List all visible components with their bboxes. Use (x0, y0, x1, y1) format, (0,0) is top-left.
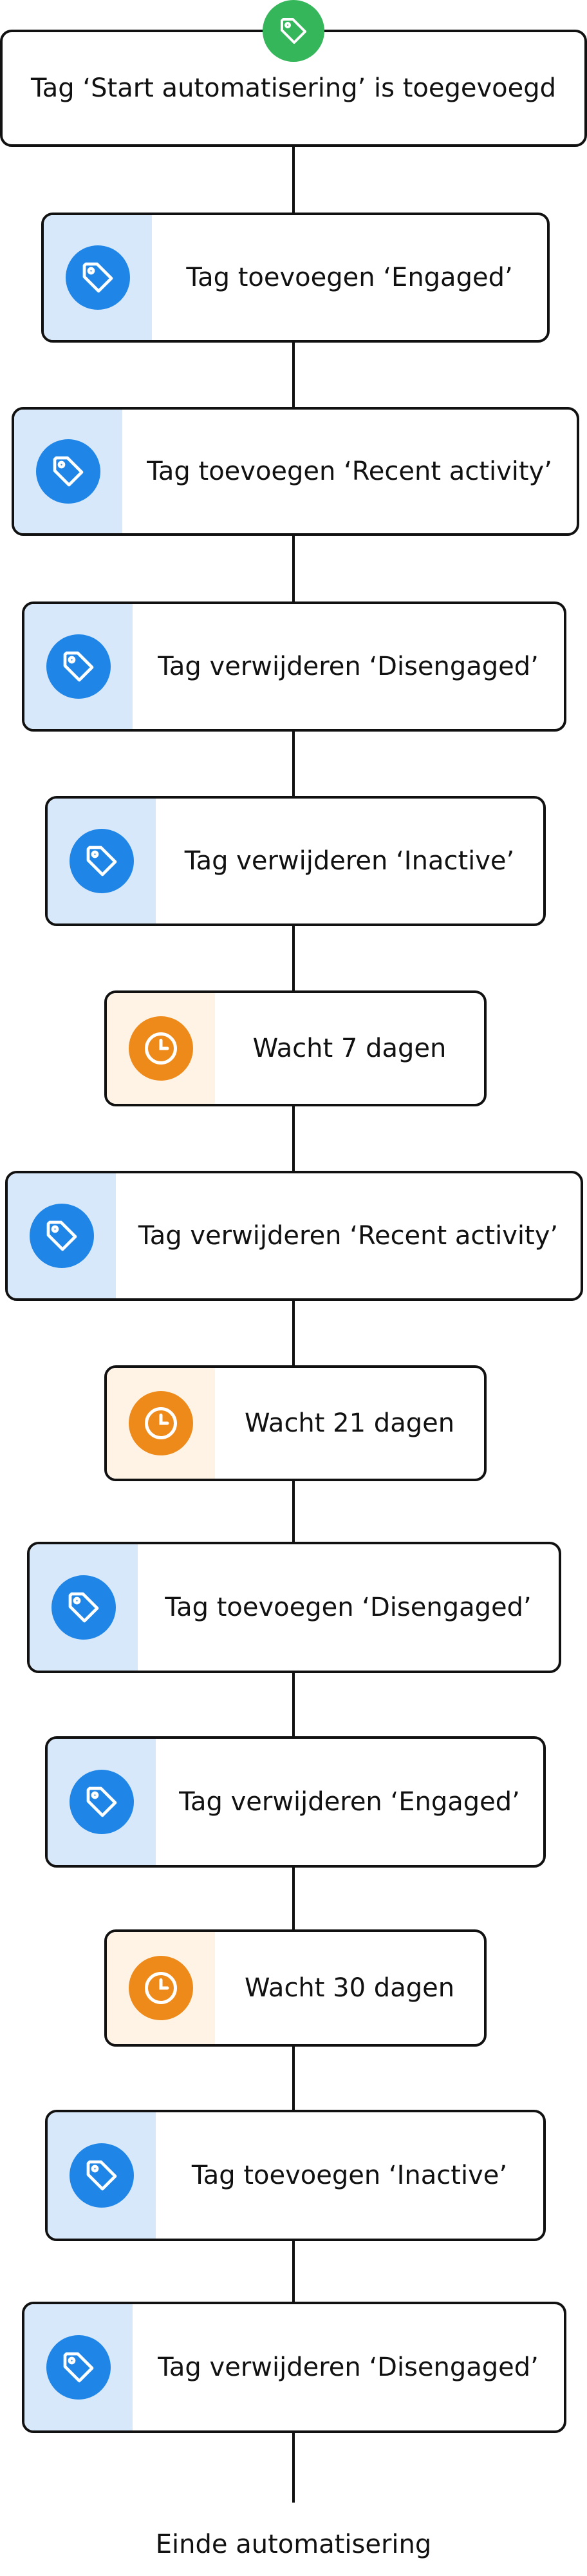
tag-icon (66, 245, 130, 310)
start-label: Tag ‘Start automatisering’ is toegevoegd (30, 73, 556, 103)
connector-line (292, 1480, 295, 1544)
step-label: Tag toevoegen ‘Disengaged’ (165, 1593, 532, 1622)
step-label: Tag toevoegen ‘Engaged’ (186, 263, 513, 292)
connector-line (292, 341, 295, 410)
connector-line (292, 535, 295, 603)
end-label: Einde automatisering (155, 2530, 432, 2559)
step-wait-30-days[interactable]: Wacht 30 dagen (104, 1929, 487, 2047)
connector-line (292, 1672, 295, 1739)
tag-icon (36, 439, 100, 504)
tag-icon (263, 0, 324, 62)
step-add-tag-disengaged[interactable]: Tag toevoegen ‘Disengaged’ (27, 1542, 561, 1673)
connector-line (292, 2045, 295, 2112)
connector-line (292, 2240, 295, 2304)
step-label: Wacht 30 dagen (244, 1973, 455, 2003)
tag-icon (70, 1770, 134, 1834)
step-label: Wacht 21 dagen (244, 1408, 455, 1438)
clock-icon (129, 1956, 193, 2020)
connector-line (292, 1105, 295, 1173)
step-remove-tag-disengaged-final[interactable]: Tag verwijderen ‘Disengaged’ (22, 2302, 566, 2433)
step-remove-tag-disengaged[interactable]: Tag verwijderen ‘Disengaged’ (22, 601, 566, 732)
clock-icon (129, 1391, 193, 1455)
step-add-tag-recent-activity[interactable]: Tag toevoegen ‘Recent activity’ (12, 407, 579, 536)
connector-line (292, 1300, 295, 1368)
connector-line (292, 730, 295, 799)
step-label: Tag verwijderen ‘Engaged’ (179, 1787, 520, 1817)
step-remove-tag-engaged[interactable]: Tag verwijderen ‘Engaged’ (45, 1736, 546, 1868)
step-label: Tag toevoegen ‘Recent activity’ (147, 457, 552, 486)
step-remove-tag-inactive[interactable]: Tag verwijderen ‘Inactive’ (45, 796, 546, 926)
connector-line (292, 2432, 295, 2503)
connector-line (292, 925, 295, 993)
tag-icon (30, 1204, 94, 1268)
step-label: Tag verwijderen ‘Recent activity’ (138, 1221, 559, 1251)
clock-icon (129, 1016, 193, 1081)
step-label: Tag verwijderen ‘Disengaged’ (158, 2353, 539, 2382)
step-label: Tag toevoegen ‘Inactive’ (191, 2161, 508, 2190)
step-label: Wacht 7 dagen (252, 1034, 447, 1063)
connector-line (292, 1866, 295, 1932)
tag-icon (70, 2143, 134, 2208)
tag-icon (70, 829, 134, 893)
connector-line (292, 146, 295, 214)
step-wait-21-days[interactable]: Wacht 21 dagen (104, 1365, 487, 1481)
step-label: Tag verwijderen ‘Inactive’ (184, 846, 515, 876)
step-add-tag-engaged[interactable]: Tag toevoegen ‘Engaged’ (41, 213, 550, 343)
step-remove-tag-recent-activity[interactable]: Tag verwijderen ‘Recent activity’ (5, 1171, 583, 1301)
tag-icon (51, 1575, 116, 1640)
step-wait-7-days[interactable]: Wacht 7 dagen (104, 990, 487, 1106)
step-label: Tag verwijderen ‘Disengaged’ (158, 652, 539, 681)
step-add-tag-inactive[interactable]: Tag toevoegen ‘Inactive’ (45, 2110, 546, 2241)
tag-icon (46, 2335, 111, 2400)
tag-icon (46, 634, 111, 699)
